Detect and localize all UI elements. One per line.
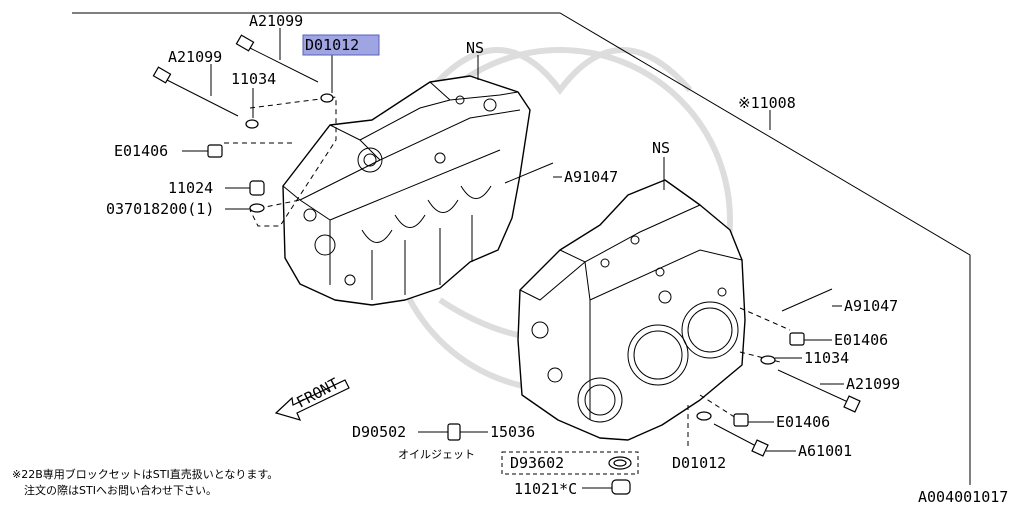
washer-11034-left	[245, 119, 259, 129]
callout-11024[interactable]: 11024	[168, 179, 213, 197]
callout-d93602[interactable]: D93602	[510, 454, 564, 472]
oil-jet-15036	[447, 423, 461, 441]
callout-15036[interactable]: 15036	[490, 423, 535, 441]
callout-a91047-upper[interactable]: A91047	[564, 168, 618, 186]
callout-11034-right[interactable]: 11034	[804, 349, 849, 367]
diagram-id: A004001017	[918, 488, 1008, 506]
bolt-a21099-right	[777, 369, 861, 413]
dowel-e01406-right-upper	[789, 332, 805, 346]
footnote-line-2: 注文の際はSTIへお問い合わせ下さい。	[24, 483, 217, 497]
bolt-a21099-top	[235, 34, 319, 83]
seal-d93602	[608, 456, 632, 470]
footnotes: ※22B専用ブロックセットはSTI直売扱いとなります。 注文の際はSTIへお問い…	[12, 467, 278, 497]
callout-037018200[interactable]: 037018200(1)	[106, 200, 214, 218]
callout-11008[interactable]: ※11008	[738, 94, 796, 112]
highlight-box	[302, 34, 380, 56]
plug-11021	[611, 479, 631, 495]
callout-d01012-bottom[interactable]: D01012	[672, 454, 726, 472]
d93602-group-box	[501, 451, 639, 475]
plug-11024	[249, 180, 265, 196]
washer-d01012-top	[320, 93, 334, 103]
block-half-right	[517, 179, 746, 441]
washer-d01012-bottom	[696, 411, 712, 421]
callout-a21099-top[interactable]: A21099	[249, 12, 303, 30]
callout-a21099-right[interactable]: A21099	[846, 375, 900, 393]
callout-a91047-right[interactable]: A91047	[844, 297, 898, 315]
footnote-line-1: ※22B専用ブロックセットはSTI直売扱いとなります。	[12, 467, 278, 481]
callout-e01406-right-lower[interactable]: E01406	[776, 413, 830, 431]
washer-11034-right	[760, 355, 776, 365]
callout-11021[interactable]: 11021*C	[514, 480, 577, 498]
callout-d90502[interactable]: D90502	[352, 423, 406, 441]
callout-ns-top: NS	[466, 39, 484, 57]
callout-a61001[interactable]: A61001	[798, 442, 852, 460]
callout-d01012-top[interactable]: D01012	[305, 36, 359, 54]
callout-labels: A21099 D01012 A21099 NS 11034 ※11008 E01…	[106, 12, 900, 498]
gasket-037018200	[249, 203, 265, 213]
front-arrow-label: FRONT	[293, 374, 341, 411]
block-half-left	[282, 75, 531, 306]
leader-lines	[182, 28, 844, 489]
oil-jet-label: オイルジェット	[398, 448, 475, 461]
callout-ns-right: NS	[652, 139, 670, 157]
bolt-a21099-left	[152, 66, 239, 117]
dowel-e01406-right-lower	[733, 413, 749, 427]
callout-11034-left[interactable]: 11034	[231, 70, 276, 88]
assembly-frame	[72, 12, 971, 485]
dowel-e01406-left	[207, 144, 223, 158]
stud-a91047-right	[781, 288, 833, 312]
callout-a21099-left[interactable]: A21099	[168, 48, 222, 66]
callout-e01406-right-upper[interactable]: E01406	[834, 331, 888, 349]
front-arrow	[274, 379, 350, 421]
bolt-a61001	[713, 423, 769, 457]
callout-e01406-left[interactable]: E01406	[114, 142, 168, 160]
stud-a91047-upper	[504, 162, 554, 184]
